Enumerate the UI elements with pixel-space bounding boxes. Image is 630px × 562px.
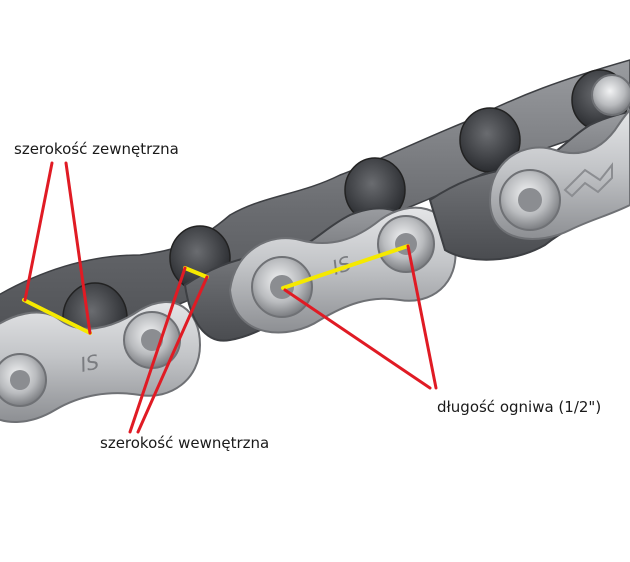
outer-plate	[488, 74, 630, 240]
link-length-pointer	[283, 288, 432, 390]
link-length-label: długość ogniwa (1/2")	[437, 398, 602, 416]
inner-width-label: szerokość wewnętrzna	[100, 434, 270, 452]
outer-width-pointer	[23, 161, 54, 302]
inner-width-pointer	[136, 275, 209, 434]
pin-head	[591, 74, 630, 116]
pointer-lines	[23, 161, 438, 434]
brand-logo-icon	[563, 162, 613, 198]
outer-width-label: szerokość zewnętrzna	[14, 140, 179, 158]
bicycle-chain: IS IS	[0, 59, 630, 423]
link-length-measure	[281, 244, 410, 290]
link-length-pointer	[406, 244, 438, 390]
inner-width-pointer	[128, 266, 187, 434]
inner-width-measure	[183, 266, 209, 279]
outer-width-measure	[22, 298, 92, 335]
outer-width-pointer	[64, 161, 92, 335]
link-marking: IS	[78, 349, 101, 376]
measurement-lines	[22, 244, 410, 335]
